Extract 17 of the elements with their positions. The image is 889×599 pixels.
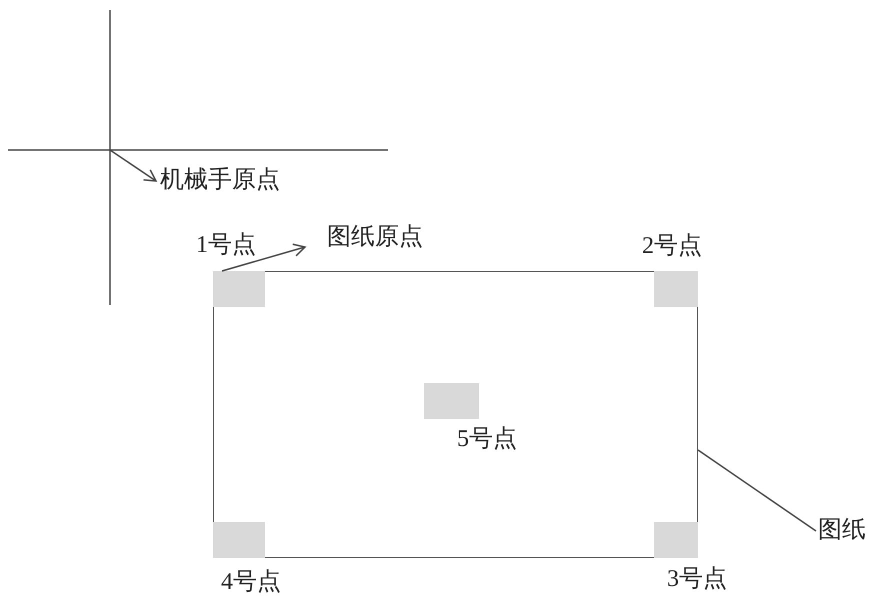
drawing-sheet-rect	[213, 271, 698, 558]
point-label: 5号点	[457, 425, 517, 454]
arrow	[222, 244, 306, 272]
point-marker	[654, 522, 698, 558]
point-marker	[213, 271, 265, 307]
point-label: 2号点	[642, 232, 702, 261]
text-label: 图纸	[815, 513, 889, 547]
text-label: 机械手原点	[154, 163, 334, 197]
text-label: 图纸原点	[303, 220, 453, 254]
leader-line	[698, 449, 816, 532]
point-label: 1号点	[196, 231, 256, 260]
arrow	[110, 149, 157, 182]
point-label: 3号点	[667, 565, 727, 594]
point-marker	[654, 271, 698, 307]
point-label: 4号点	[221, 568, 281, 597]
point-marker	[213, 522, 265, 558]
point-marker	[424, 383, 479, 419]
